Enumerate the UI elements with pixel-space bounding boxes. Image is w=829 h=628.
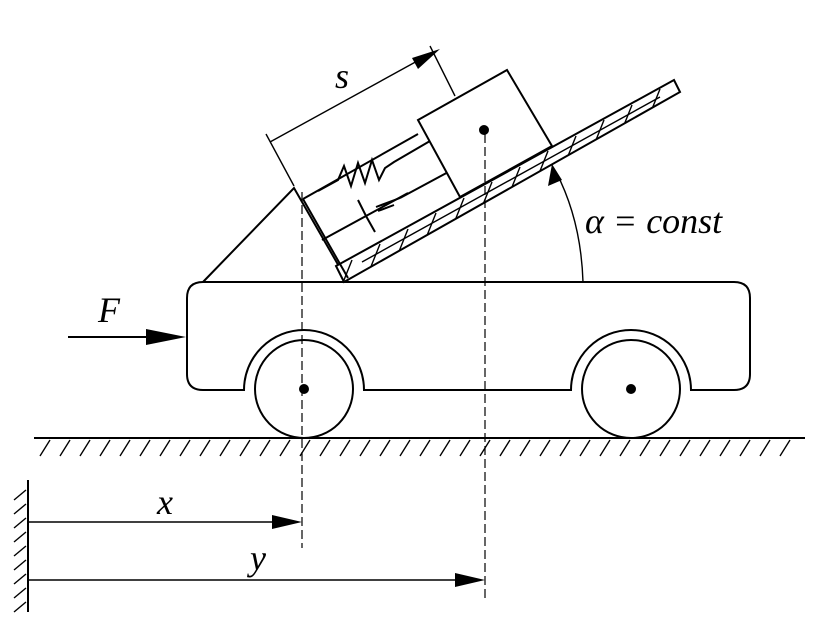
s-label: s bbox=[335, 56, 349, 96]
angle-label: α = const bbox=[585, 201, 723, 241]
angle-arc bbox=[548, 164, 584, 283]
damper bbox=[321, 169, 453, 241]
y-dimension bbox=[28, 573, 485, 587]
force-label: F bbox=[97, 290, 121, 330]
ground bbox=[34, 437, 805, 457]
force-arrow bbox=[68, 329, 186, 345]
sliding-mass bbox=[416, 68, 554, 199]
s-extension-line bbox=[265, 133, 295, 187]
left-wheel bbox=[254, 339, 354, 439]
ground-hatching bbox=[39, 439, 791, 457]
cart-body bbox=[186, 281, 751, 391]
inclined-rail bbox=[334, 78, 682, 284]
y-label: y bbox=[247, 538, 266, 578]
x-dimension bbox=[28, 515, 302, 529]
spring bbox=[317, 140, 431, 192]
s-extension-line-2 bbox=[429, 45, 456, 97]
wedge-support bbox=[200, 186, 350, 283]
x-label: x bbox=[156, 482, 173, 522]
right-wheel bbox=[581, 339, 681, 439]
s-dimension bbox=[269, 49, 440, 143]
fixed-wall bbox=[13, 480, 29, 613]
